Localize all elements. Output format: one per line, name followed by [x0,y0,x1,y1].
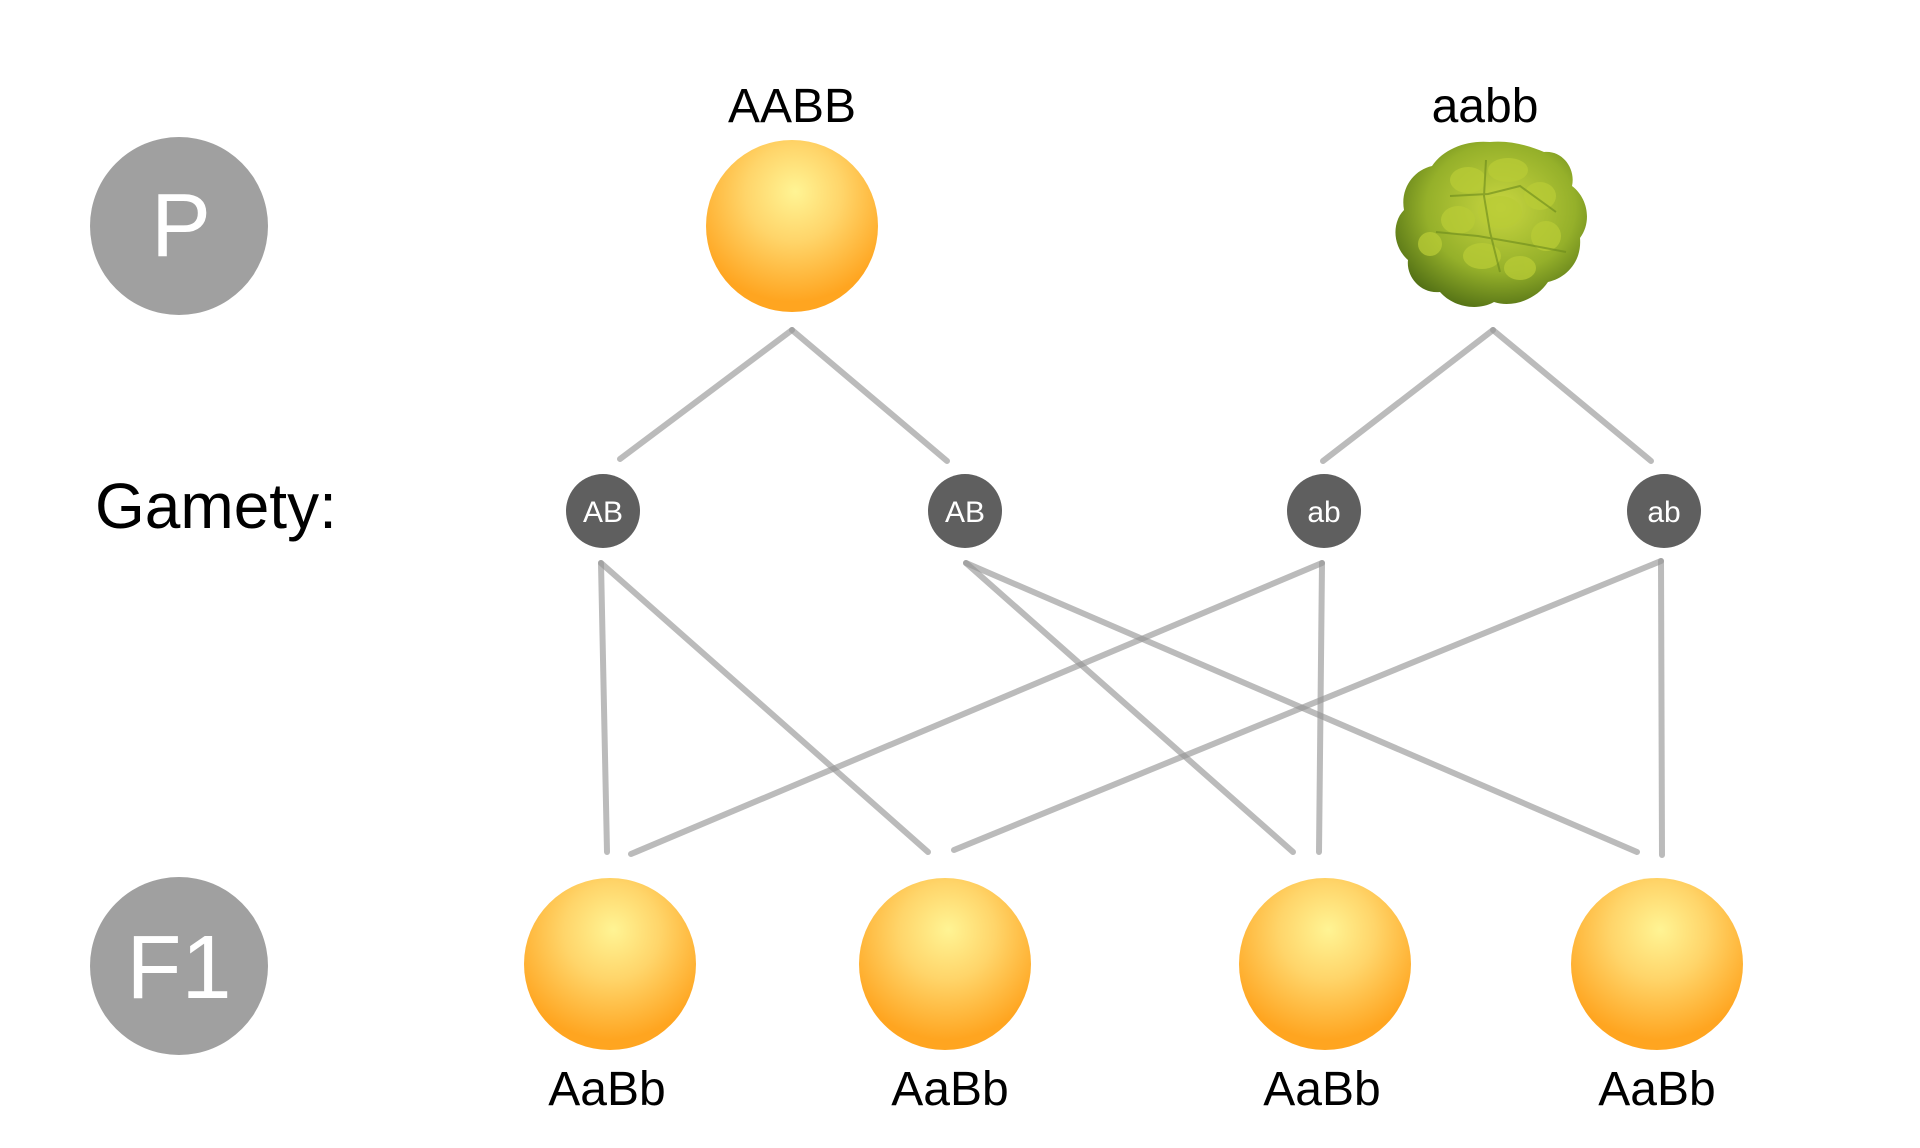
offspring-genotype-label: AaBb [1263,1063,1380,1116]
gamete-circle [1627,474,1701,548]
line-parent1-gamete2 [789,327,950,464]
line-gamete3-offspring1 [628,560,1325,857]
gamete-label: ab [1647,496,1680,529]
offspring-1: AaBb [524,878,696,1116]
line-gamete1-offspring1 [598,560,610,855]
gamete-circle [1287,474,1361,548]
line-parent1-gamete1 [617,327,795,462]
parent-aabb-dominant: AABB [706,80,878,312]
offspring-4: AaBb [1571,878,1743,1116]
offspring-genotype-label: AaBb [891,1063,1008,1116]
gamete-circle [928,474,1002,548]
line-gamete1-offspring2 [598,560,931,855]
generation-p-label: P [151,176,211,276]
offspring-2: AaBb [859,878,1031,1116]
parent-genotype-label: AABB [728,80,856,133]
generation-f1-circle [90,877,268,1055]
yellow-pea-icon [1571,878,1743,1050]
line-parent2-gamete4 [1490,327,1654,464]
yellow-pea-icon [524,878,696,1050]
yellow-pea-icon [1239,878,1411,1050]
gamete-circle [566,474,640,548]
yellow-pea-icon [859,878,1031,1050]
line-gamete4-offspring2 [951,558,1664,853]
gamete-2: AB [928,474,1002,548]
connector-lines [598,327,1665,858]
line-gamete2-offspring3 [963,560,1296,855]
gamete-1: AB [566,474,640,548]
gamete-label: AB [583,496,623,529]
gametes-row-label: Gamety: [95,470,337,542]
line-gamete3-offspring3 [1316,560,1325,855]
generation-p-circle [90,137,268,315]
gamete-label: AB [945,496,985,529]
generation-f1-label: F1 [126,918,231,1018]
gamete-3: ab [1287,474,1361,548]
parent-aabb-recessive: aabb [1395,80,1587,307]
offspring-genotype-label: AaBb [1598,1063,1715,1116]
gamete-4: ab [1627,474,1701,548]
yellow-pea-icon [706,140,878,312]
offspring-3: AaBb [1239,878,1411,1116]
offspring-genotype-label: AaBb [548,1063,665,1116]
gamete-label: ab [1307,496,1340,529]
line-gamete4-offspring4 [1658,558,1665,858]
parent-genotype-label: aabb [1432,80,1539,133]
generation-p: P [90,137,268,315]
generation-f1: F1 [90,877,268,1055]
green-wrinkled-pea-icon [1395,141,1587,307]
line-parent2-gamete3 [1320,327,1496,464]
